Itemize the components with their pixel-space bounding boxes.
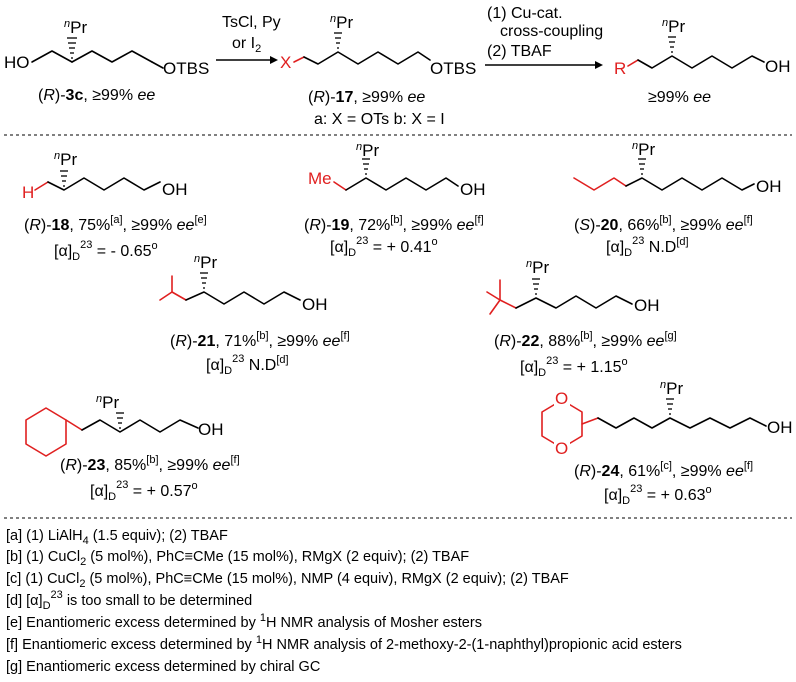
label-17-legend: a: X = OTs b: X = I	[314, 111, 445, 128]
structure-17: X nPr OTBS	[280, 13, 476, 78]
label-3c: (R)-3c, ≥99% ee	[38, 87, 155, 104]
footnote-a: [a] (1) LiAlH4 (1.5 equiv); (2) TBAF	[6, 528, 228, 547]
label-21: (R)-21, 71%[b], ≥99% ee[f]	[170, 330, 350, 350]
reagent-i2: or I2	[232, 35, 261, 55]
stereo-hash	[116, 412, 124, 429]
structure-3c: HO nPr OTBS	[4, 18, 209, 78]
label-18: (R)-18, 75%[a], ≥99% ee[e]	[24, 214, 207, 234]
propyl-label: nPr	[96, 393, 119, 412]
stereo-hash	[668, 36, 676, 53]
atom-otbs: OTBS	[163, 59, 209, 78]
footnote-g: [g] Enantiomeric excess determined by ch…	[6, 659, 320, 675]
structure-19: Me nPr OH	[308, 141, 486, 199]
atom-h: H	[22, 183, 34, 202]
atom-oh: OH	[198, 420, 224, 439]
structure-product: R nPr OH	[614, 17, 791, 78]
structure-23: nPr OH	[25, 393, 224, 457]
reaction-arrow-2: (1) Cu-cat. cross-coupling (2) TBAF	[485, 5, 603, 69]
label-22: (R)-22, 88%[b], ≥99% ee[g]	[494, 330, 677, 350]
atom-oh: OH	[756, 177, 782, 196]
stereo-hash	[532, 278, 540, 295]
atom-me: Me	[308, 169, 332, 188]
atom-oh: OH	[765, 57, 791, 76]
footnote-b: [b] (1) CuCl2 (5 mol%), PhC≡CMe (15 mol%…	[6, 549, 469, 568]
structure-22: nPr OH	[486, 258, 660, 315]
reagent-cu: (1) Cu-cat.	[487, 5, 563, 22]
stereo-hash	[638, 158, 646, 175]
propyl-label: nPr	[356, 141, 379, 160]
label-product: ≥99% ee	[648, 89, 711, 106]
atom-x: X	[280, 53, 291, 72]
propyl-label: nPr	[660, 379, 683, 398]
reagent-tscl: TsCl, Py	[222, 14, 281, 31]
rotation-21: [α]D23 N.D[d]	[206, 353, 289, 377]
propyl-label: nPr	[662, 17, 685, 36]
propyl-label: nPr	[54, 150, 77, 169]
propyl-label: nPr	[632, 140, 655, 159]
structure-20: nPr OH	[573, 140, 782, 196]
rotation-19: [α]D23 = + 0.41o	[330, 235, 438, 259]
footnote-f: [f] Enantiomeric excess determined by 1H…	[6, 634, 682, 653]
stereo-hash	[67, 37, 77, 59]
reagent-tbaf: (2) TBAF	[487, 43, 552, 60]
cyclohexane-ring	[25, 407, 67, 457]
structure-24: O O nPr OH	[541, 379, 793, 458]
stereo-hash	[60, 170, 68, 187]
rotation-24: [α]D23 = + 0.63o	[604, 483, 712, 507]
structure-18: H nPr OH	[22, 150, 188, 202]
atom-oh: OH	[162, 180, 188, 199]
rotation-20: [α]D23 N.D[d]	[606, 235, 689, 259]
label-19: (R)-19, 72%[b], ≥99% ee[f]	[304, 214, 484, 234]
stereo-hash	[666, 398, 674, 415]
atom-oh: OH	[460, 180, 486, 199]
stereo-hash	[200, 272, 208, 289]
rotation-23: [α]D23 = + 0.57o	[90, 479, 198, 503]
structure-21: nPr OH	[159, 253, 328, 314]
reaction-arrow-1: TsCl, Py or I2	[216, 14, 281, 64]
footnote-e: [e] Enantiomeric excess determined by 1H…	[6, 612, 482, 631]
propyl-label: nPr	[64, 18, 87, 37]
label-17: (R)-17, ≥99% ee	[308, 89, 425, 106]
propyl-label: nPr	[330, 13, 353, 32]
atom-otbs: OTBS	[430, 59, 476, 78]
atom-oh: OH	[634, 296, 660, 315]
rotation-18: [α]D23 = - 0.65o	[54, 239, 158, 263]
atom-oh: OH	[767, 418, 793, 437]
atom-o-bottom: O	[555, 439, 568, 458]
stereo-hash	[334, 32, 342, 49]
stereo-hash	[362, 158, 370, 175]
atom-ho: HO	[4, 53, 30, 72]
atom-oh: OH	[302, 295, 328, 314]
rotation-22: [α]D23 = + 1.15o	[520, 355, 628, 379]
footnote-c: [c] (1) CuCl2 (5 mol%), PhC≡CMe (15 mol%…	[6, 571, 569, 590]
propyl-label: nPr	[194, 253, 217, 272]
atom-o-top: O	[555, 389, 568, 408]
label-20: (S)-20, 66%[b], ≥99% ee[f]	[574, 214, 753, 234]
propyl-label: nPr	[526, 258, 549, 277]
reagent-coupling: cross-coupling	[500, 23, 603, 40]
footnote-d: [d] [α]D23 is too small to be determined	[6, 589, 252, 612]
label-24: (R)-24, 61%[c], ≥99% ee[f]	[574, 460, 753, 480]
atom-r: R	[614, 59, 626, 78]
footnotes: [a] (1) LiAlH4 (1.5 equiv); (2) TBAF [b]…	[6, 528, 682, 675]
label-23: (R)-23, 85%[b], ≥99% ee[f]	[60, 454, 240, 474]
